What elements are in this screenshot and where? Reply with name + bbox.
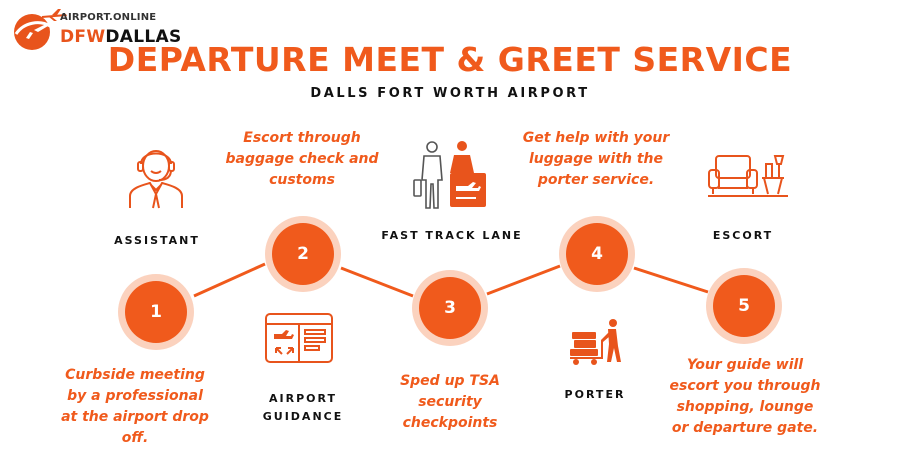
- step-1-description: Curbside meeting by a professional at th…: [40, 365, 230, 449]
- fast-track-lane-label: FAST TRACK LANE: [381, 229, 523, 242]
- airport-guidance-label: AIRPORT GUIDANCE: [238, 390, 368, 426]
- logo-airplane-icon: [42, 9, 67, 21]
- step-5-line-2: escort you through: [669, 378, 821, 394]
- airport-guidance-label-line-2: GUIDANCE: [262, 410, 344, 423]
- step-5-line-1: Your guide will: [686, 357, 804, 373]
- fast-track-lane-icon: [413, 141, 486, 209]
- logo-dfw-text: DFW: [60, 27, 106, 47]
- step-4-description: Get help with your luggage with the port…: [510, 128, 682, 191]
- step-4-line-1: Get help with your: [522, 130, 670, 146]
- step-3-line-2: security: [418, 394, 482, 410]
- porter-icon: [570, 319, 621, 365]
- step-5-line-3: shopping, lounge: [676, 399, 814, 415]
- step-1-circle: 1: [125, 281, 187, 343]
- step-2-line-2: baggage check and: [225, 151, 379, 167]
- step-5-description: Your guide will escort you through shopp…: [652, 355, 838, 439]
- escort-icon: [708, 155, 788, 197]
- step-5-circle: 5: [713, 275, 775, 337]
- logo-plane-icon: [14, 14, 51, 50]
- step-4-line-3: porter service.: [537, 172, 655, 188]
- step-4-circle: 4: [566, 223, 628, 285]
- airport-guidance-label-line-1: AIRPORT: [269, 392, 337, 405]
- page-subtitle: DALLS FORT WORTH AIRPORT: [310, 86, 590, 101]
- step-1-line-1: Curbside meeting: [65, 367, 205, 383]
- page-title: DEPARTURE MEET & GREET SERVICE: [107, 40, 793, 79]
- step-2-circle: 2: [272, 223, 334, 285]
- escort-label: ESCORT: [712, 229, 774, 242]
- logo-bottom-text: DFWDALLAS: [60, 27, 182, 47]
- airport-guidance-icon: [265, 313, 333, 363]
- step-2-description: Escort through baggage check and customs: [212, 128, 392, 191]
- logo-dallas-text: DALLAS: [105, 27, 182, 47]
- step-2-line-1: Escort through: [243, 130, 361, 146]
- step-5-line-4: or departure gate.: [671, 420, 819, 436]
- assistant-icon: [129, 150, 183, 209]
- assistant-label: ASSISTANT: [114, 234, 200, 247]
- porter-label: PORTER: [564, 388, 626, 401]
- step-1-line-2: by a professional: [67, 388, 203, 404]
- step-3-line-1: Sped up TSA: [400, 373, 500, 389]
- step-2-line-3: customs: [269, 172, 335, 188]
- step-1-line-4: off.: [121, 430, 149, 446]
- logo-top-text: AIRPORT.ONLINE: [60, 12, 157, 23]
- step-3-circle: 3: [419, 277, 481, 339]
- step-1-line-3: at the airport drop: [61, 409, 209, 425]
- step-4-line-2: luggage with the: [528, 151, 664, 167]
- step-3-description: Sped up TSA security checkpoints: [365, 371, 535, 434]
- step-3-line-3: checkpoints: [402, 415, 498, 431]
